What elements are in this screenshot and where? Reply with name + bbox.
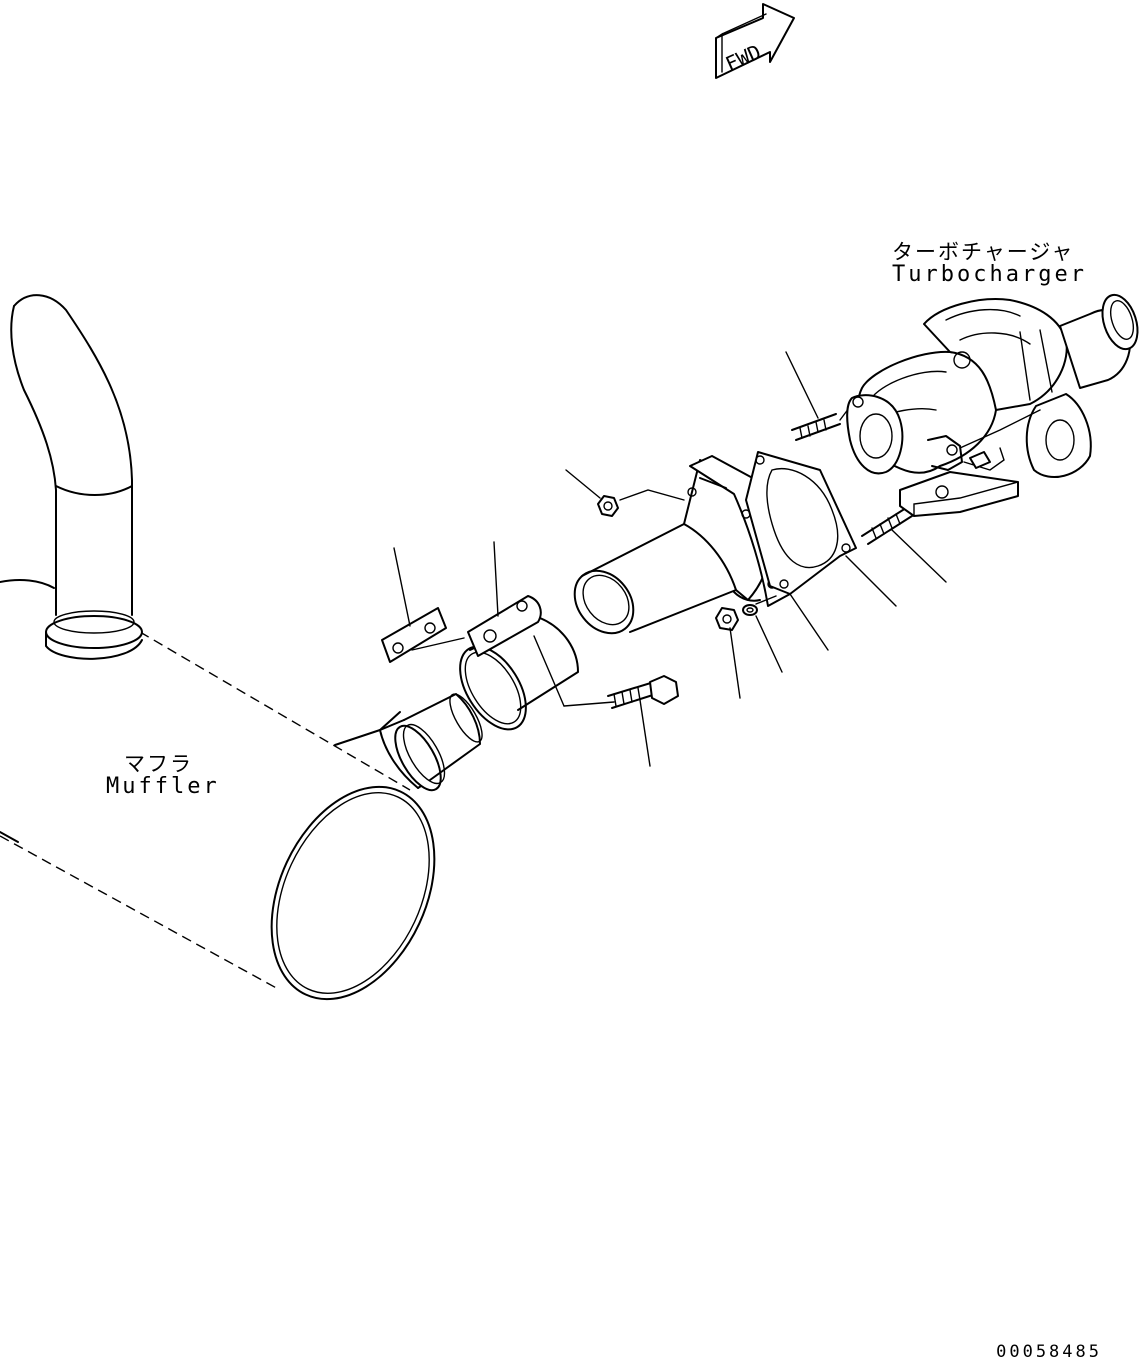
- tail-pipe: [10, 294, 143, 660]
- nut-lower: [715, 607, 739, 631]
- drawing-number: 00058485: [996, 1342, 1102, 1362]
- muffler-label-jp: マフラ: [124, 752, 193, 776]
- washer: [742, 595, 777, 616]
- fwd-arrow-icon: FWD: [715, 3, 795, 79]
- svg-text:FWD: FWD: [722, 40, 765, 77]
- clamp-band: [459, 617, 579, 731]
- muffler-outlet-pipe: [379, 693, 483, 792]
- turbocharger-label-en: Turbocharger: [892, 262, 1087, 287]
- clamp-plate-left: [381, 607, 465, 663]
- muffler-label-en: Muffler: [106, 774, 220, 799]
- muffler-body: [0, 579, 436, 1001]
- nut-upper: [597, 489, 685, 517]
- stud-upper: [791, 403, 853, 441]
- turbocharger-label-jp: ターボチャージャ: [892, 240, 1075, 264]
- gasket: [745, 451, 857, 595]
- stud-lower: [861, 507, 913, 545]
- turbocharger: [846, 293, 1139, 517]
- clamp-bracket: [467, 595, 542, 657]
- bolt: [533, 635, 679, 709]
- leader-lines: [393, 351, 947, 767]
